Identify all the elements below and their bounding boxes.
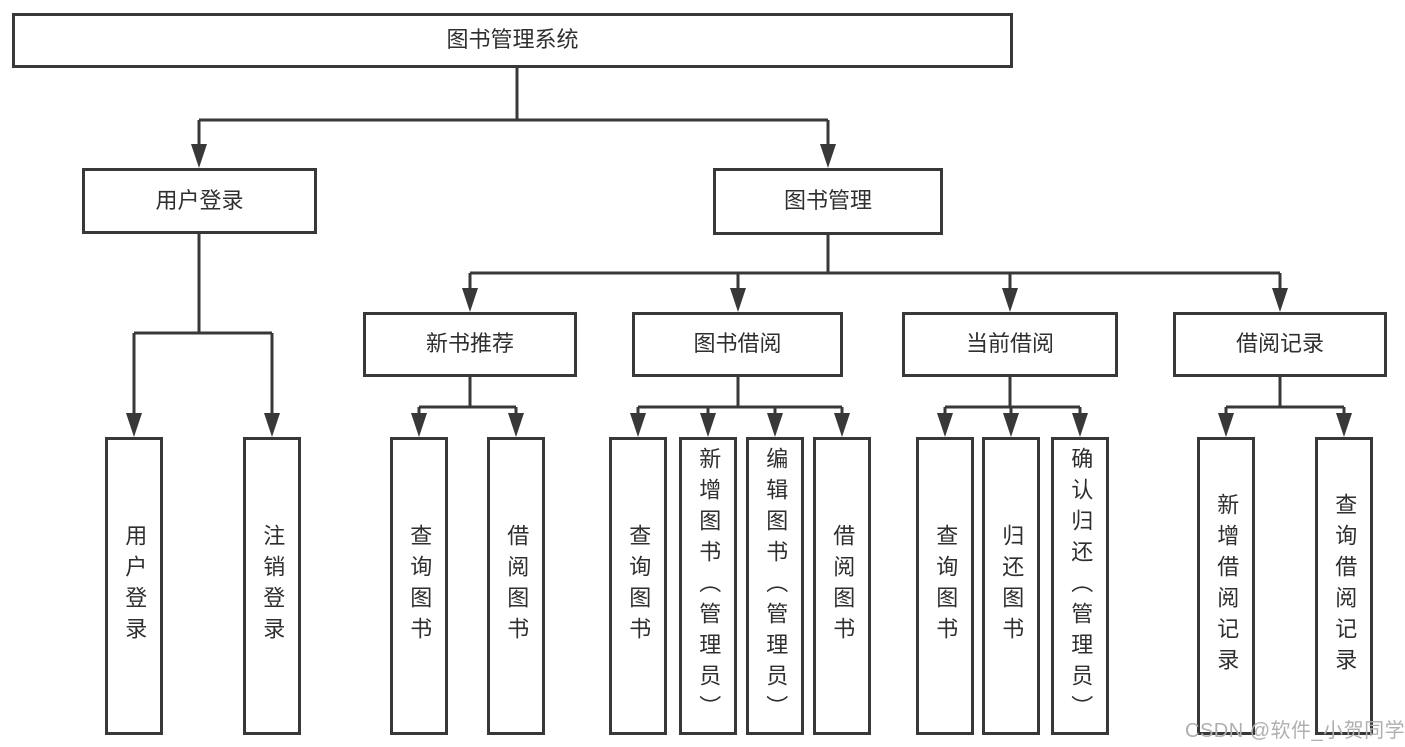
node-borrowing-records: 借阅记录 xyxy=(1173,312,1387,377)
node-book-management: 图书管理 xyxy=(713,168,943,235)
leaf-borrow-books-recommend: 借阅图书 xyxy=(487,437,545,735)
leaf-confirm-return-admin: 确认归还（管理员） xyxy=(1051,437,1109,735)
leaf-add-borrow-record: 新增借阅记录 xyxy=(1197,437,1255,735)
node-user-login: 用户登录 xyxy=(82,168,317,234)
leaf-add-book-admin: 新增图书（管理员） xyxy=(679,437,737,735)
node-new-book-recommendation: 新书推荐 xyxy=(363,312,577,377)
node-book-borrowing: 图书借阅 xyxy=(632,312,843,377)
leaf-user-login: 用户登录 xyxy=(105,437,163,735)
node-library-management-system: 图书管理系统 xyxy=(12,13,1013,68)
node-current-borrowing: 当前借阅 xyxy=(902,312,1118,377)
leaf-edit-book-admin: 编辑图书（管理员） xyxy=(746,437,804,735)
leaf-query-books-current: 查询图书 xyxy=(916,437,974,735)
leaf-query-borrow-record: 查询借阅记录 xyxy=(1315,437,1373,735)
csdn-watermark: CSDN @软件_小贺同学 xyxy=(1185,720,1405,742)
leaf-query-books-recommend: 查询图书 xyxy=(390,437,448,735)
leaf-return-book: 归还图书 xyxy=(982,437,1040,735)
leaf-borrow-books-borrowing: 借阅图书 xyxy=(813,437,871,735)
leaf-query-books-borrowing: 查询图书 xyxy=(609,437,667,735)
leaf-logout: 注销登录 xyxy=(243,437,301,735)
